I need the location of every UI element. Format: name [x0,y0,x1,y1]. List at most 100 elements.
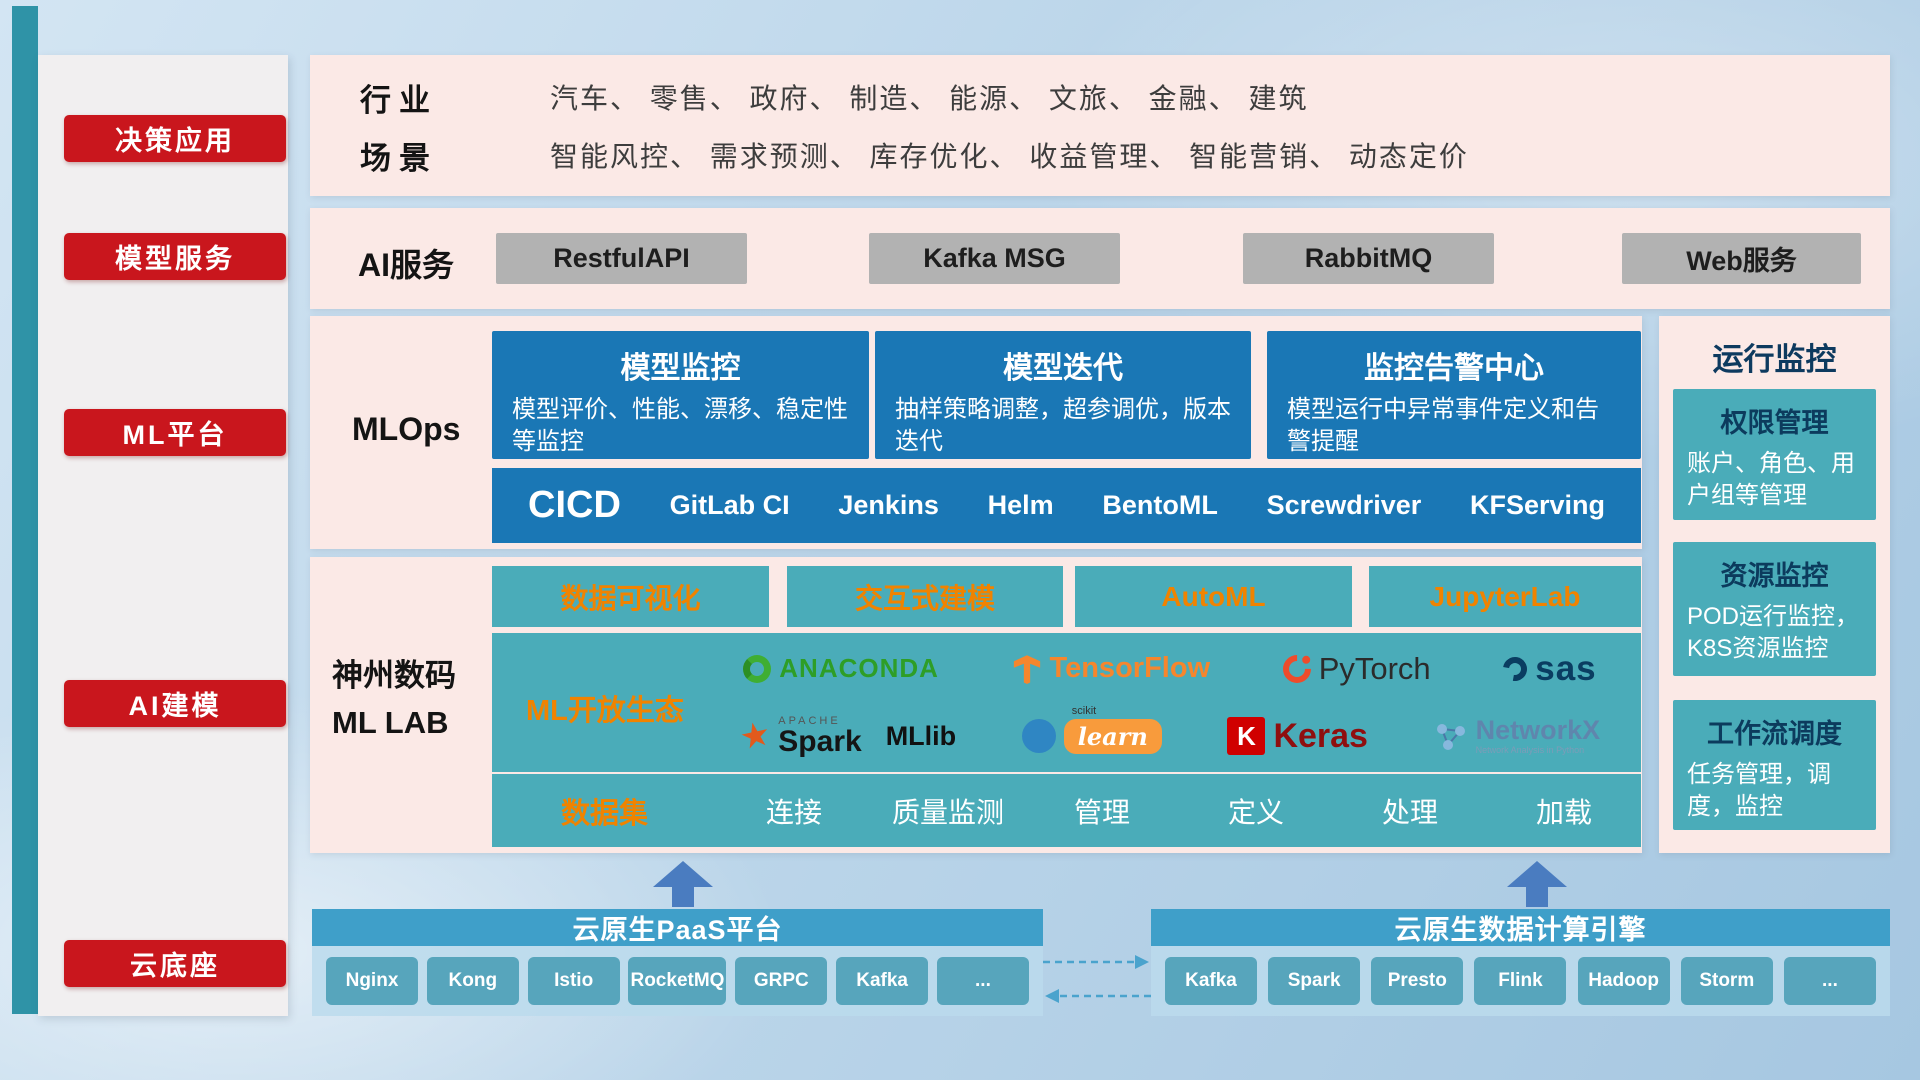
tool-screwdriver: Screwdriver [1266,490,1422,520]
pytorch-flame-icon [1276,648,1317,689]
dataset-quality: 质量监测 [891,796,1004,828]
chip-kafka: Kafka [836,957,929,1005]
model-iteration-desc: 抽样策略调整，超参调优，版本迭代 [895,396,1231,455]
logo-row-top: ANACONDA TensorFlow PyTorch sas [707,635,1633,703]
resource-monitoring-card: 资源监控 POD运行监控，K8S资源监控 [1673,542,1876,676]
scikit-learn-circle-icon [1021,719,1056,754]
model-monitoring-card: 模型监控 模型评价、性能、漂移、稳定性等监控 [492,331,869,459]
service-rabbitmq: RabbitMQ [1243,233,1494,284]
scene-label: 场景 [360,140,438,176]
sas-logo: sas [1498,648,1597,689]
model-iteration-title: 模型迭代 [1003,352,1123,385]
chip-engine-kafka: Kafka [1165,957,1257,1005]
category-sidebar: 决策应用 模型服务 ML平台 AI建模 云底座 [38,55,288,1016]
ml-ecosystem-box: ML开放生态 ANACONDA TensorFlow [492,633,1641,772]
sas-swoosh-icon [1498,652,1532,686]
scikit-learn-logo: scikit learn [1021,705,1162,754]
mlops-row: MLOps 模型监控 模型评价、性能、漂移、稳定性等监控 模型迭代 抽样策略调整… [310,316,1642,549]
industry-label: 行业 [360,82,438,118]
keras-logo: K Keras [1227,717,1368,756]
scikit-learn-badge: scikit learn [1063,705,1162,754]
paas-arrow-head-icon [653,861,713,887]
tool-kfserving: KFServing [1469,490,1605,520]
tool-bentoml: BentoML [1102,490,1218,520]
engine-up-arrow [1507,861,1567,907]
ml-lab-row: 神州数码 ML LAB 数据可视化 交互式建模 AutoML JupyterLa… [310,557,1642,853]
spark-apache-text: APACHE [778,714,841,727]
engine-chip-strip: Kafka Spark Presto Flink Hadoop Storm ..… [1151,946,1890,1016]
tensorflow-icon [1013,655,1040,684]
dataset-load: 加载 [1535,796,1592,828]
ml-lab-label-line1: 神州数码 [332,658,456,693]
sidebar-item-cloud-base: 云底座 [64,940,286,987]
runtime-monitor-panel: 运行监控 权限管理 账户、角色、用户组等管理 资源监控 POD运行监控，K8S资… [1659,316,1890,853]
spark-mllib-logo: ★ APACHE Spark MLlib [736,714,956,758]
workflow-desc: 任务管理，调度，监控 [1687,761,1831,821]
service-web: Web服务 [1622,233,1861,284]
anaconda-logo: ANACONDA [743,653,939,684]
decision-application-row: 行业 汽车、 零售、 政府、 制造、 能源、 文旅、 金融、 建筑 场景 智能风… [310,55,1890,196]
permission-management-card: 权限管理 账户、角色、用户组等管理 [1673,389,1876,520]
learn-text: learn [1077,721,1148,751]
cicd-bar: CICD GitLab CI Jenkins Helm BentoML Scre… [492,468,1641,543]
sas-wordmark: sas [1535,648,1597,688]
chip-nginx: Nginx [326,957,418,1005]
chip-engine-more: ... [1783,957,1876,1005]
model-monitoring-desc: 模型评价、性能、漂移、稳定性等监控 [512,396,848,455]
scikit-text: scikit [1071,704,1097,717]
workflow-scheduling-card: 工作流调度 任务管理，调度，监控 [1673,700,1876,830]
ml-lab-label-line2: ML LAB [332,704,449,740]
service-kafka-msg: Kafka MSG [869,233,1120,284]
permission-desc: 账户、角色、用户组等管理 [1687,450,1855,510]
data-engine-bar: 云原生数据计算引擎 [1151,909,1890,946]
keras-k-icon: K [1227,717,1266,756]
chip-istio: Istio [527,957,620,1005]
dataset-label: 数据集 [560,797,648,830]
scene-line: 场景 智能风控、 需求预测、 库存优化、 收益管理、 智能营销、 动态定价 [360,131,1870,179]
anaconda-ring-icon [743,654,772,683]
mlops-label: MLOps [352,411,461,447]
chip-hadoop: Hadoop [1577,957,1670,1005]
engine-arrow-stem [1526,887,1548,907]
keras-wordmark: Keras [1273,716,1368,755]
data-flow-dashed-arrows [1043,955,1151,1003]
dataset-manage: 管理 [1073,796,1130,828]
dataset-define: 定义 [1227,796,1284,828]
spark-wordmark: APACHE Spark [778,714,862,758]
networkx-graph-icon [1436,724,1465,751]
ml-lab-label: 神州数码 ML LAB [332,653,456,746]
runtime-monitor-title: 运行监控 [1712,342,1837,377]
ecosystem-logo-grid: ANACONDA TensorFlow PyTorch sas [707,635,1633,770]
alert-center-card: 监控告警中心 模型运行中异常事件定义和告警提醒 [1267,331,1641,459]
alert-center-desc: 模型运行中异常事件定义和告警提醒 [1287,396,1599,455]
chip-paas-more: ... [936,957,1029,1005]
chip-rocketmq: RocketMQ [628,957,727,1005]
resource-title: 资源监控 [1720,561,1829,591]
ai-service-label: AI服务 [358,247,455,283]
sidebar-item-model-service: 模型服务 [64,233,286,280]
anaconda-wordmark: ANACONDA [779,653,939,684]
permission-title: 权限管理 [1720,408,1829,438]
engine-arrow-head-icon [1507,861,1567,887]
sidebar-item-ml-platform: ML平台 [64,409,286,456]
left-accent-bar [12,6,38,1014]
spark-star-icon: ★ [736,714,774,759]
alert-center-title: 监控告警中心 [1364,352,1544,385]
industry-list: 汽车、 零售、 政府、 制造、 能源、 文旅、 金融、 建筑 [550,83,1309,114]
paas-arrow-stem [672,887,694,907]
pytorch-logo: PyTorch [1276,648,1431,689]
sidebar-item-decision-application: 决策应用 [64,115,286,162]
paas-chip-strip: Nginx Kong Istio RocketMQ GRPC Kafka ... [312,946,1043,1016]
scene-list: 智能风控、 需求预测、 库存优化、 收益管理、 智能营销、 动态定价 [550,141,1469,172]
dataset-bar: 数据集 连接 质量监测 管理 定义 处理 加载 [492,774,1641,847]
chip-presto: Presto [1371,957,1464,1005]
tensorflow-wordmark: TensorFlow [1049,652,1211,685]
tool-jenkins: Jenkins [838,490,939,520]
workflow-title: 工作流调度 [1707,719,1842,749]
tool-helm: Helm [987,490,1054,520]
spark-name-text: Spark [778,724,862,758]
cicd-label: CICD [528,484,621,526]
model-monitoring-title: 模型监控 [620,352,741,385]
model-iteration-card: 模型迭代 抽样策略调整，超参调优，版本迭代 [875,331,1251,459]
